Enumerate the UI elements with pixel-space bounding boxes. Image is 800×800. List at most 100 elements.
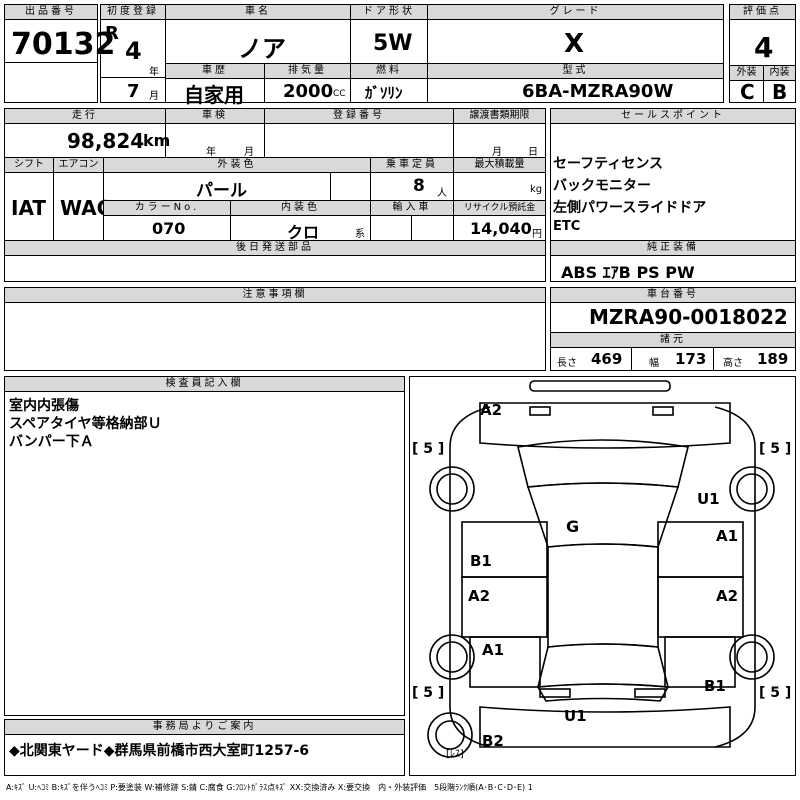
mileage-box: 走行 98,824 km [4,108,170,158]
chassis-box: 車台番号 MZRA90-0018022 諸元 長さ 469 幅 173 高さ 1… [550,287,796,371]
first-reg-year: 4 [125,37,142,65]
transfer-label: 譲渡書類期限 [454,109,545,124]
notes-label: 注意事項欄 [5,288,545,303]
import-box: 輸入車 [370,200,454,241]
lot-box: 出品番号 70132 [4,4,115,103]
mark-a1-right: A1 [716,527,739,545]
dims-label: 諸元 [551,333,795,348]
recycle-label: リサイクル預託金 [454,201,545,216]
era: R [105,23,119,44]
dims-vdiv2 [713,347,714,370]
equipment-label: 純正装備 [551,241,795,256]
chassis-divider [551,332,795,333]
displacement: 2000 [283,81,334,102]
shift-label: シフト [5,158,53,173]
model: 6BA-MZRA90W [522,81,674,102]
spare-label: [ﾚｽ] [446,749,464,760]
door: 5W [373,31,413,56]
office-label: 事務局よりご案内 [5,720,404,735]
inspector-line: スペアタイヤ等格納部Ｕ [9,416,162,432]
car-name: ノア [238,35,286,63]
ac-box: エアコン WAC [53,157,111,241]
grade: X [564,29,585,59]
person-unit: 人 [437,188,447,199]
mark-b1-right: B1 [704,677,726,695]
int-color-box: 内装色 クロ 系 [230,200,371,242]
chassis-label: 車台番号 [551,288,795,303]
mark-u1-bottom: U1 [564,707,587,725]
sales-point: ETC [553,219,581,234]
grade-box: グレード X [427,4,724,64]
ac-label: エアコン [54,158,103,173]
sales-box: セールスポイント セーフティセンス バックモニター 左側パワースライドドア ET… [550,108,796,241]
ac: WAC [60,196,112,220]
exterior-label: 外装 [730,66,763,81]
fuel: ｶﾞｿﾘﾝ [365,84,403,102]
import-label: 輸入車 [371,201,453,216]
mark-b2: B2 [482,732,504,750]
max-load-box: 最大積載量 kg [453,157,546,201]
capacity: 8 [413,176,425,196]
width-label: 幅 [649,358,659,369]
insp-month: 月 [244,147,254,158]
sales-point: バックモニター [553,178,651,194]
capacity-label: 乗車定員 [371,158,453,173]
ext-color-divider [330,172,331,200]
inspection-box: 車検 年 月 [165,108,265,158]
history-label: 車歴 [166,64,264,79]
lot-label: 出品番号 [5,5,97,20]
color-no: 070 [152,219,186,238]
door-box: ドア形状 5W [350,4,428,64]
int-color: クロ [287,223,320,242]
equipment-box: 純正装備 ABS ｴｱB PS PW [550,240,796,282]
length: 469 [591,350,623,368]
history: 自家用 [184,83,244,107]
capacity-box: 乗車定員 8 人 [370,157,454,201]
fuel-box: 燃料 ｶﾞｿﾘﾝ [350,63,428,103]
recycle: 14,040 [470,219,532,238]
mark-a2-top: A2 [480,401,503,419]
int-color-unit: 系 [355,229,365,240]
km-unit: km [143,131,171,150]
first-reg-label: 初度登録 [101,5,165,20]
car-name-label: 車名 [166,5,350,20]
lot-value: 70132 [11,27,116,62]
sales-point: 左側パワースライドドア [553,200,707,216]
car-diagram: [ﾚｽ] [427,380,775,760]
displacement-label: 排気量 [265,64,350,79]
first-reg-month: 7 [127,81,140,102]
first-reg-box: 初度登録 R 4 年 7 月 [100,4,166,103]
mark-g: G [566,517,580,536]
yen-unit: 円 [532,229,542,240]
width: 173 [675,350,707,368]
office-box: 事務局よりご案内 ◆北関東ヤード◆群馬県前橋市西大室町1257-6 [4,719,405,776]
score-label: 評価点 [730,5,795,20]
inspection-label: 車検 [166,109,264,124]
displacement-box: 排気量 2000 CC [264,63,351,103]
ext-color: パール [196,181,247,201]
tire-br: [ 5 ] [759,685,792,701]
tire-tl: [ 5 ] [412,441,445,457]
dims-vdiv1 [631,347,632,370]
mark-u1-right: U1 [697,490,720,508]
shift: IAT [11,196,47,220]
reg-no-label: 登録番号 [265,109,453,124]
door-label: ドア形状 [351,5,427,20]
fuel-label: 燃料 [351,64,427,79]
inspector-line: 室内内張傷 [9,398,79,414]
score-box: 評価点 4 外装 内装 C B [729,4,796,104]
ext-color-label: 外装色 [104,158,370,173]
import-divider [411,215,412,240]
cc-unit: CC [333,89,346,99]
lot-divider [5,62,97,63]
inspector-box: 検査員記入欄 室内内張傷 スペアタイヤ等格納部Ｕ バンパー下Ａ [4,376,405,716]
mark-b1-left: B1 [470,552,492,570]
office-text: ◆北関東ヤード◆群馬県前橋市西大室町1257-6 [9,743,310,759]
sales-point: セーフティセンス [553,156,664,172]
year-unit: 年 [149,67,159,78]
inspector-label: 検査員記入欄 [5,377,404,392]
color-no-box: カラーNo. 070 [103,200,231,241]
tire-tr: [ 5 ] [759,441,792,457]
legend: A:ｷｽﾞ U:ﾍｺﾐ B:ｷｽﾞを伴うﾍｺﾐ P:要塗装 W:補修跡 S:錆 … [6,783,533,792]
equipment: ABS ｴｱB PS PW [561,263,695,282]
